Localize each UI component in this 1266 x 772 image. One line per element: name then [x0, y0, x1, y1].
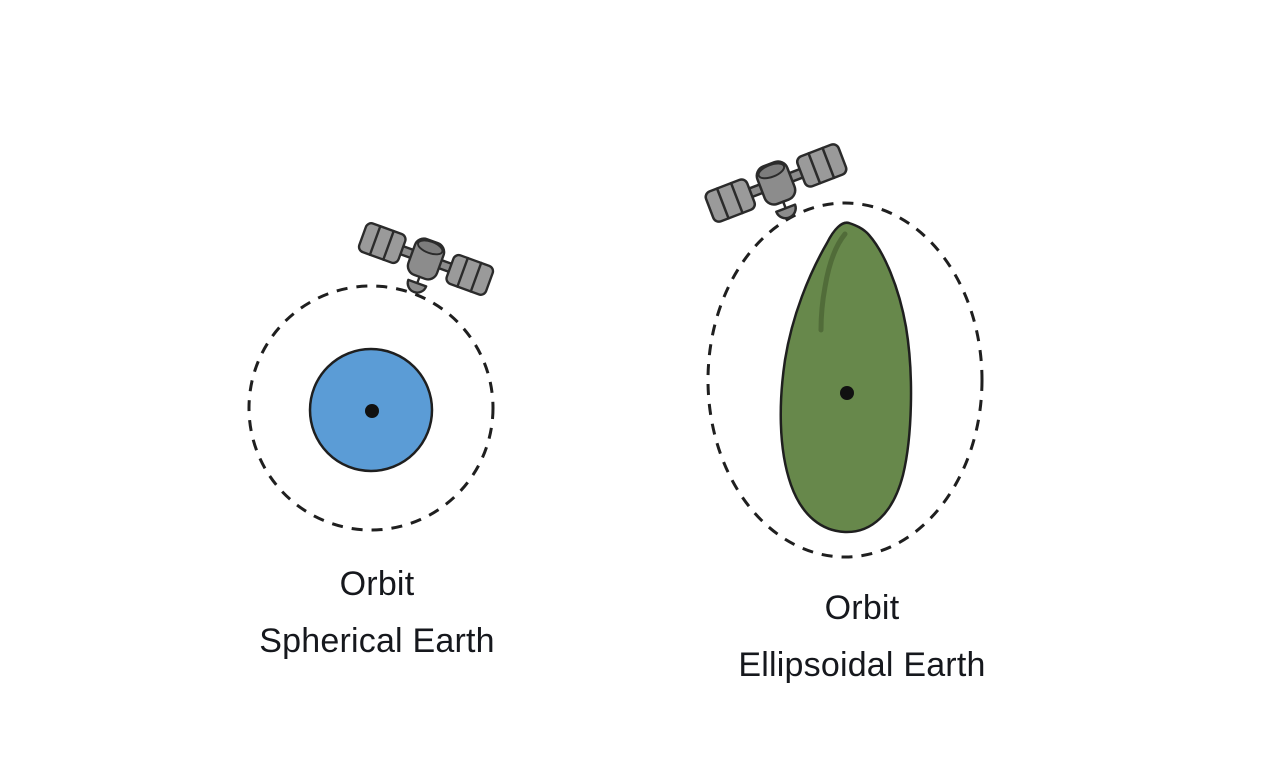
caption-ellipsoidal: Orbit Ellipsoidal Earth: [612, 580, 1112, 694]
ellipsoidal-earth-diagram: [701, 137, 984, 559]
spherical-earth-diagram: [247, 216, 498, 532]
satellite-icon: [701, 137, 857, 245]
center-dot: [840, 386, 854, 400]
caption-orbit-label: Orbit: [824, 589, 900, 627]
orbit-path-ellipse: [706, 201, 984, 559]
caption-orbit-label: Orbit: [339, 565, 415, 603]
satellite-icon: [349, 216, 498, 317]
center-dot: [365, 404, 379, 418]
ellipsoid-crease: [818, 231, 848, 333]
caption-spherical: Orbit Spherical Earth: [127, 556, 627, 670]
ellipsoidal-earth: [779, 221, 913, 534]
orbit-path-circle: [247, 284, 495, 532]
caption-earth-type-label: Ellipsoidal Earth: [738, 646, 986, 684]
caption-earth-type-label: Spherical Earth: [259, 622, 495, 660]
